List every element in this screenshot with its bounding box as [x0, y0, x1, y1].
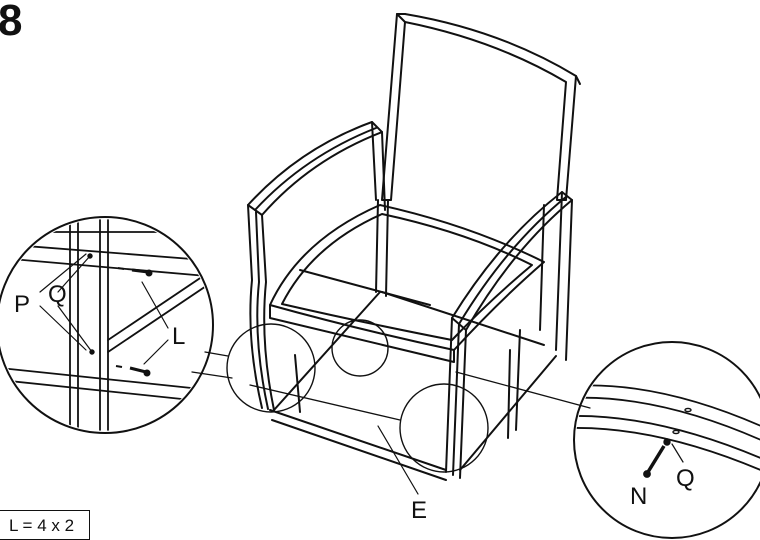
bolt-l-lower: [115, 365, 151, 377]
bolt-n: [643, 438, 671, 478]
washer-q-upper: [87, 253, 93, 259]
detail-circle-left: [226, 323, 316, 413]
label-e: E: [411, 497, 427, 524]
label-n: N: [630, 483, 647, 510]
label-l: L: [172, 323, 185, 350]
seat-frame: [269, 204, 545, 363]
washer-q-lower: [89, 349, 95, 355]
bolt-l-upper: [117, 267, 153, 277]
quantity-note: L = 4 x 2: [9, 516, 75, 535]
q-right-leader: [671, 443, 684, 463]
label-p: P: [14, 291, 30, 318]
detail-circle-front: [399, 383, 489, 473]
step-number: 8: [0, 0, 23, 45]
quantity-box: L = 4 x 2: [0, 510, 90, 540]
backrest: [375, 13, 581, 297]
lower-frame: [269, 291, 557, 481]
detail-circle-center: [331, 319, 389, 377]
right-armrest: [445, 191, 573, 479]
left-armrest: [247, 121, 386, 411]
label-q-left: Q: [48, 281, 67, 308]
e-leader: [377, 425, 419, 495]
zoom-circle-left: [0, 216, 214, 434]
label-q-right: Q: [676, 465, 695, 492]
left-callout-leaders: [39, 253, 169, 365]
